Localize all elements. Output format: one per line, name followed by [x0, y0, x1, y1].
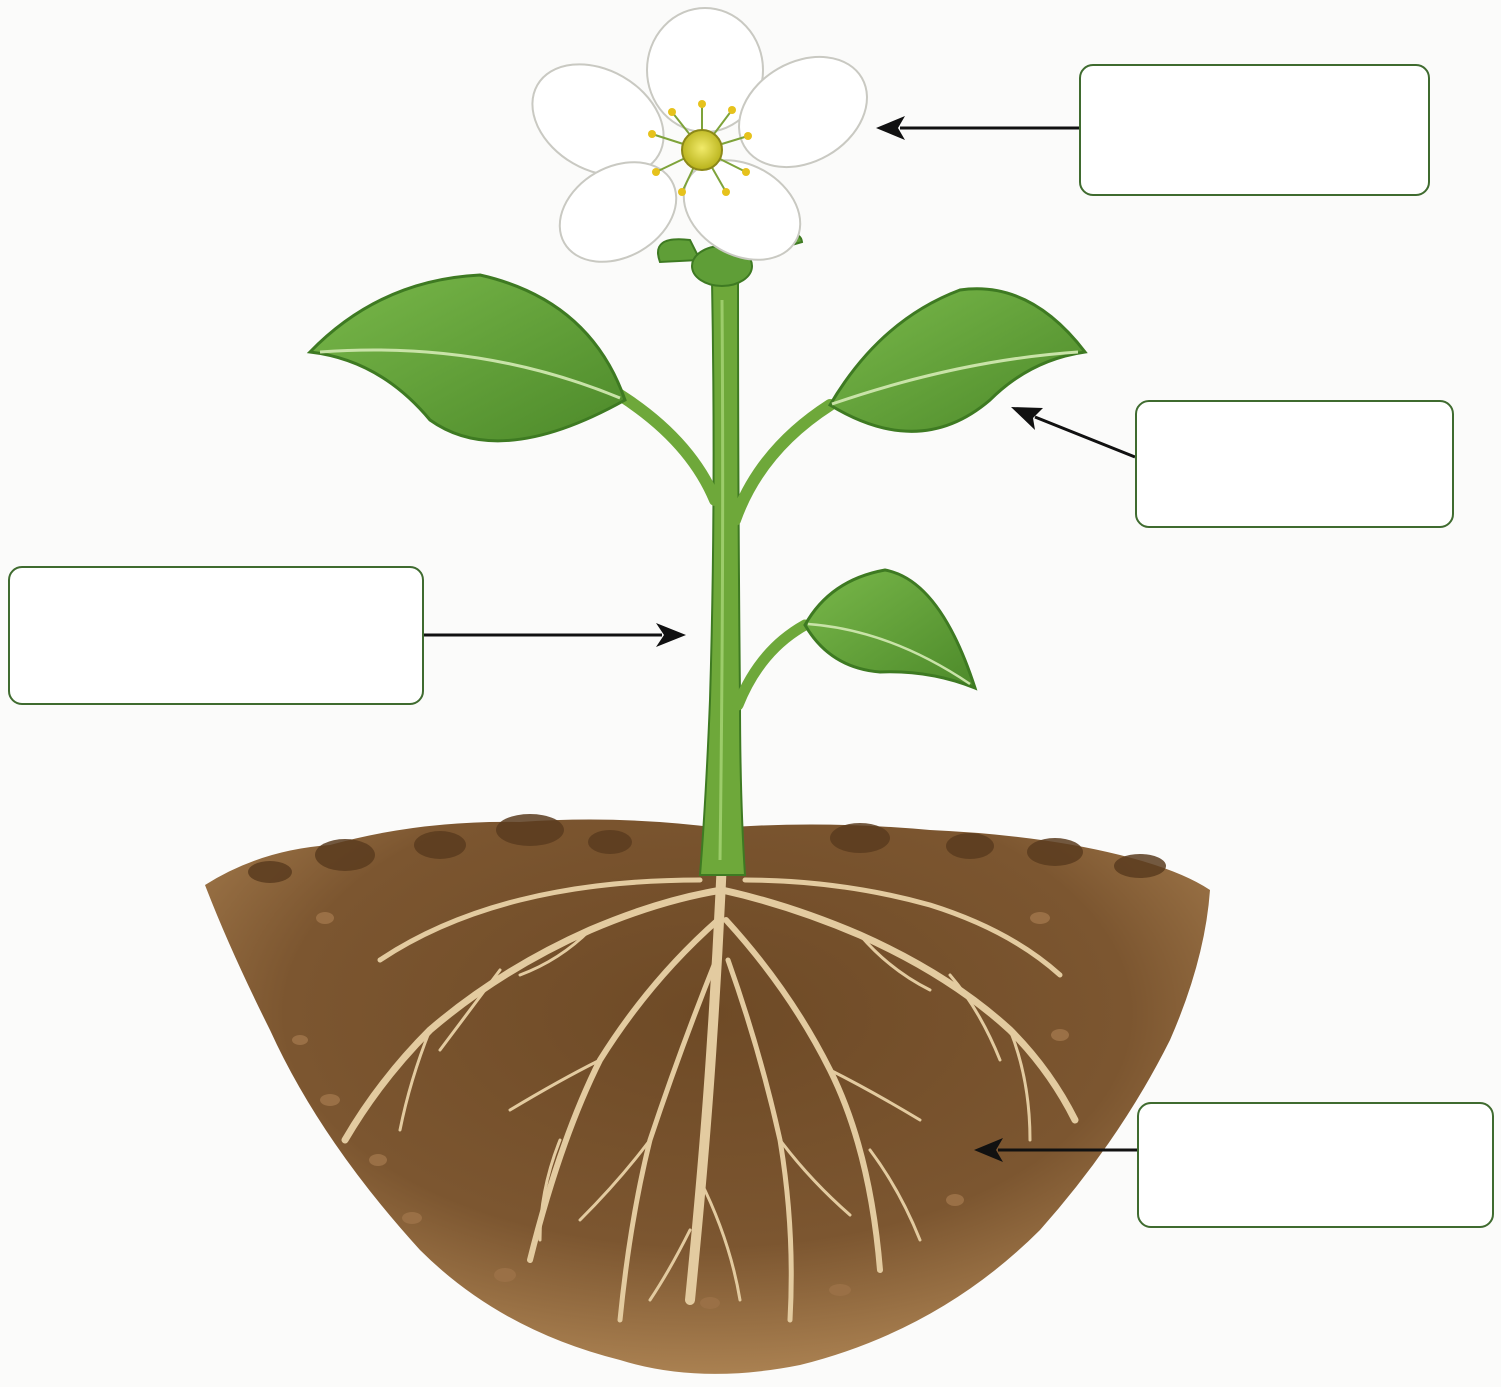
- arrow-leaf: [1011, 407, 1135, 457]
- leaves: [310, 275, 1085, 688]
- leaf-left: [310, 275, 625, 441]
- label-box-stem[interactable]: [8, 566, 424, 705]
- flower: [512, 8, 887, 286]
- stem: [620, 280, 830, 875]
- label-box-leaf[interactable]: [1135, 400, 1454, 528]
- label-box-roots[interactable]: [1137, 1102, 1494, 1228]
- arrow-flower: [876, 116, 1079, 140]
- label-box-flower[interactable]: [1079, 64, 1430, 196]
- arrow-stem: [424, 623, 686, 647]
